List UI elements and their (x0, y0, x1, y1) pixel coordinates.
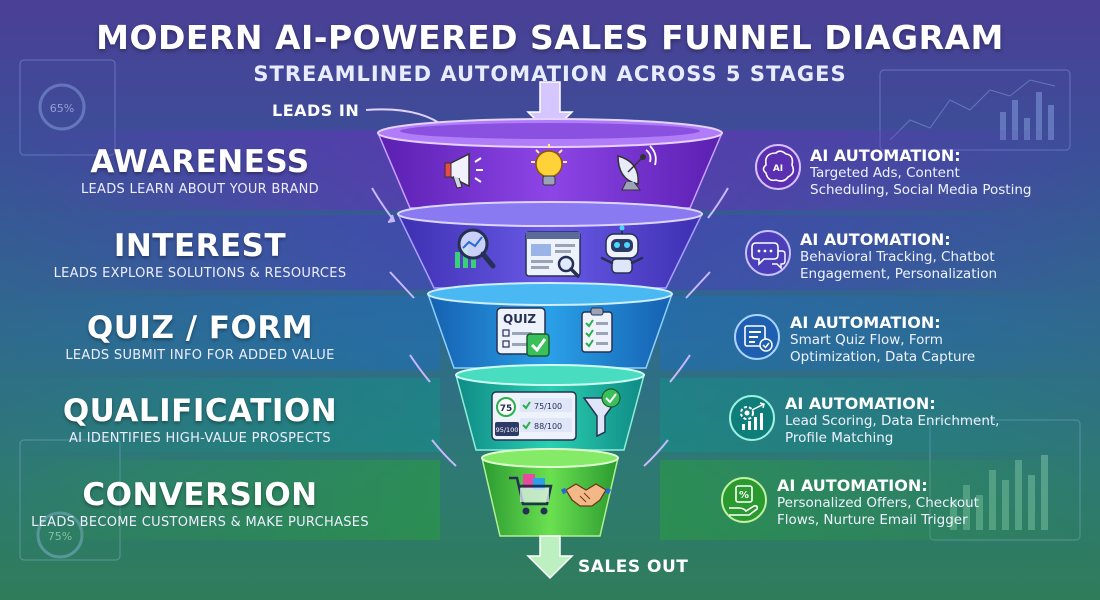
stage-awareness-left: AWARENESS LEADS LEARN ABOUT YOUR BRAND (20, 145, 380, 197)
lightbulb-icon (531, 144, 567, 186)
band-left-awareness (0, 130, 440, 210)
automation-head-interest: AI AUTOMATION: (800, 230, 951, 249)
svg-text:%: % (739, 490, 749, 501)
automation-line1-conversion: Personalized Offers, Checkout (777, 495, 979, 511)
stage-name-conversion: CONVERSION (82, 477, 318, 513)
leads-in-label: LEADS IN (272, 101, 360, 120)
band-right-awareness (660, 130, 1100, 210)
band-left-quiz (0, 296, 440, 370)
discount-hand-icon: % (721, 477, 767, 523)
chatbot-robot-icon (600, 225, 644, 274)
stage-bands (0, 130, 1100, 540)
automation-line1-awareness: Targeted Ads, Content (810, 165, 960, 181)
score-c: 95/100 (496, 426, 519, 434)
automation-line2-quiz: Optimization, Data Capture (790, 349, 976, 365)
stage-desc-quiz: LEADS SUBMIT INFO FOR ADDED VALUE (65, 348, 335, 363)
automation-conversion: AI AUTOMATION: Personalized Offers, Chec… (777, 476, 1077, 529)
automation-line2-qualification: Profile Matching (785, 430, 894, 446)
band-left-interest (0, 215, 440, 290)
automation-line1-quiz: Smart Quiz Flow, Form (790, 332, 943, 348)
automation-line2-awareness: Scheduling, Social Media Posting (810, 182, 1032, 198)
automation-qualification: AI AUTOMATION: Lead Scoring, Data Enrich… (785, 394, 1085, 447)
svg-text:AI: AI (773, 164, 783, 174)
checklist-clipboard-icon (581, 307, 613, 353)
shopping-cart-icon (509, 474, 553, 515)
sales-out-label: SALES OUT (578, 557, 689, 577)
band-left-qualification (0, 378, 440, 452)
automation-head-conversion: AI AUTOMATION: (777, 476, 928, 495)
automation-head-awareness: AI AUTOMATION: (810, 146, 961, 165)
stage-qualification-left: QUALIFICATION AI IDENTIFIES HIGH-VALUE P… (20, 394, 380, 446)
decor-gauge-top (38, 83, 86, 131)
band-left-conversion (0, 460, 440, 540)
webpage-search-icon (525, 231, 581, 278)
flow-arrows-right (643, 187, 729, 467)
automation-line1-interest: Behavioral Tracking, Chatbot (800, 249, 995, 265)
form-check-icon (734, 314, 780, 360)
automation-line1-qualification: Lead Scoring, Data Enrichment, (785, 413, 1000, 429)
stage-desc-qualification: AI IDENTIFIES HIGH-VALUE PROSPECTS (68, 431, 331, 446)
stage-interest-left: INTEREST LEADS EXPLORE SOLUTIONS & RESOU… (20, 229, 380, 281)
stage-quiz-left: QUIZ / FORM LEADS SUBMIT INFO FOR ADDED … (20, 311, 380, 363)
gear-growth-chart-icon (729, 395, 775, 441)
megaphone-icon (444, 152, 483, 189)
chat-bubbles-icon (745, 230, 791, 276)
automation-head-qualification: AI AUTOMATION: (785, 394, 936, 413)
stage-desc-interest: LEADS EXPLORE SOLUTIONS & RESOURCES (53, 266, 347, 281)
decor-gauge-top-label: 65% (50, 102, 74, 115)
ai-brain-icon: AI (755, 144, 801, 190)
filter-funnel-icon (582, 388, 621, 438)
automation-head-quiz: AI AUTOMATION: (790, 313, 941, 332)
quiz-card-icon: QUIZ (496, 307, 550, 357)
band-right-quiz (660, 296, 1100, 370)
stage-desc-conversion: LEADS BECOME CUSTOMERS & MAKE PURCHASES (31, 515, 369, 530)
score-a: 75/100 (534, 402, 562, 411)
score-b: 88/100 (534, 422, 562, 431)
automation-line2-conversion: Flows, Nurture Email Trigger (777, 512, 968, 528)
analytics-magnifier-icon (455, 228, 496, 269)
funnel-segment-quiz (426, 282, 674, 369)
quiz-card-label: QUIZ (503, 312, 536, 326)
automation-interest: AI AUTOMATION: Behavioral Tracking, Chat… (800, 230, 1100, 283)
automation-quiz: AI AUTOMATION: Smart Quiz Flow, Form Opt… (790, 313, 1090, 366)
flow-arrows-left (371, 187, 457, 467)
automation-line2-interest: Engagement, Personalization (800, 266, 998, 282)
handshake-icon (560, 483, 612, 507)
stage-name-interest: INTEREST (113, 228, 287, 264)
stage-name-awareness: AWARENESS (90, 144, 310, 180)
page-subtitle: STREAMLINED AUTOMATION ACROSS 5 STAGES (253, 62, 847, 86)
stage-conversion-left: CONVERSION LEADS BECOME CUSTOMERS & MAKE… (20, 478, 380, 530)
decor-line-top-right (889, 79, 1056, 141)
stage-name-qualification: QUALIFICATION (62, 393, 338, 429)
stage-desc-awareness: LEADS LEARN ABOUT YOUR BRAND (81, 182, 319, 197)
lead-score-card-icon: 75 75/100 88/100 95/100 (491, 391, 577, 441)
decor-bars-top-right (1000, 92, 1054, 140)
page-title: MODERN AI-POWERED SALES FUNNEL DIAGRAM (96, 18, 1004, 57)
stage-name-quiz: QUIZ / FORM (86, 310, 314, 346)
sales-out-arrow (526, 535, 574, 580)
automation-awareness: AI AUTOMATION: Targeted Ads, Content Sch… (810, 146, 1100, 199)
satellite-dish-icon (617, 145, 657, 191)
score-main: 75 (500, 404, 513, 414)
band-right-interest (660, 215, 1100, 290)
